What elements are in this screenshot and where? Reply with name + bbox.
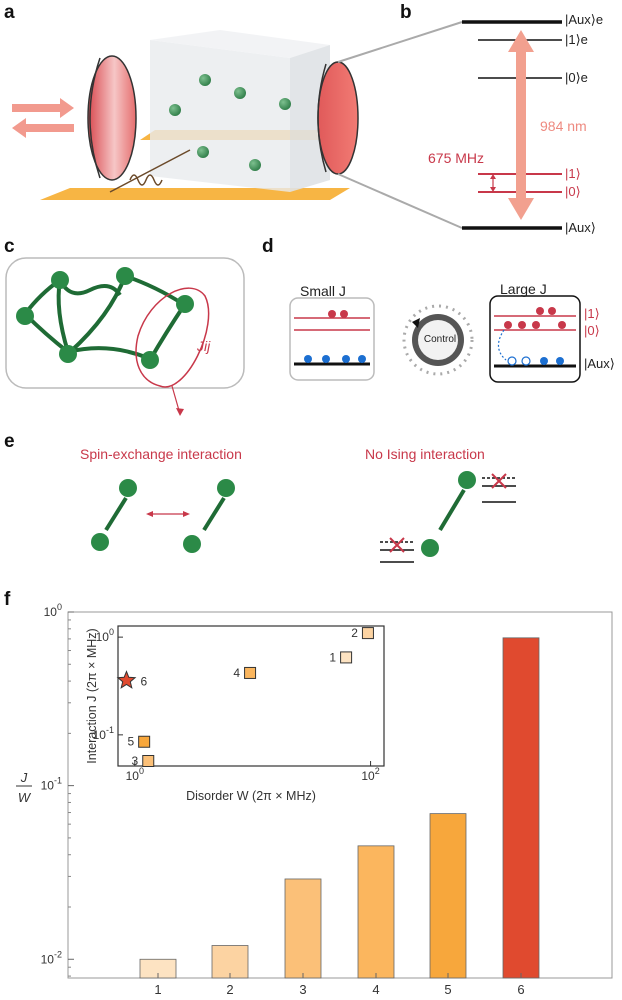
label-d-zero: |0⟩ bbox=[584, 323, 600, 338]
label-large-j: Large J bbox=[500, 281, 547, 297]
laser-arrow-in bbox=[12, 98, 74, 118]
label-no-ising: No Ising interaction bbox=[365, 446, 485, 462]
point-label-1: 1 bbox=[329, 650, 336, 664]
panel-f-chart: 100 10-1 10-2 JW 1 2 3 4 5 6 100 10-1 100 102Disorder… bbox=[16, 602, 613, 997]
bar-chart-frame bbox=[67, 611, 613, 979]
inset-y-axis-label: Interaction J (2π × MHz) bbox=[85, 628, 99, 763]
label-zero: |0⟩ bbox=[565, 184, 581, 199]
atom-icons bbox=[169, 74, 291, 171]
point-2 bbox=[361, 627, 374, 640]
inset-y-tick-label: 10-1 bbox=[93, 725, 114, 742]
point-label-4: 4 bbox=[233, 666, 240, 680]
label-small-j: Small J bbox=[300, 283, 346, 299]
panel-label-f: f bbox=[4, 589, 11, 610]
inset-x-tick-label: 100 bbox=[126, 766, 144, 783]
point-5 bbox=[138, 735, 151, 748]
x-tick-label: 2 bbox=[226, 982, 233, 997]
point-4 bbox=[244, 666, 257, 679]
panel-d-control bbox=[289, 295, 581, 383]
right-mirror bbox=[317, 61, 359, 175]
label-d-one: |1⟩ bbox=[584, 306, 600, 321]
left-mirror bbox=[87, 55, 137, 181]
x-tick-label: 1 bbox=[154, 982, 161, 997]
panel-c-network bbox=[5, 257, 245, 416]
inset-y-tick-label: 100 bbox=[96, 627, 114, 644]
panel-label-e: e bbox=[4, 431, 15, 452]
x-tick-label: 6 bbox=[517, 982, 524, 997]
panel-label-c: c bbox=[4, 236, 15, 257]
point-6-star bbox=[116, 670, 137, 689]
x-tick-label: 4 bbox=[372, 982, 379, 997]
spin-icons bbox=[16, 267, 194, 369]
orange-sheet-bottom bbox=[40, 188, 350, 200]
label-aux-e: |Aux⟩e bbox=[565, 12, 604, 27]
cavity-box bbox=[150, 40, 290, 192]
label-one: |1⟩ bbox=[565, 166, 581, 181]
panel-label-a: a bbox=[4, 2, 15, 23]
point-3 bbox=[142, 755, 155, 768]
panel-label-b: b bbox=[400, 2, 412, 23]
panel-ab-illustration bbox=[12, 20, 562, 230]
bar-6 bbox=[502, 637, 540, 979]
y-tick-label: 10-1 bbox=[41, 776, 62, 793]
knob-ticks bbox=[402, 304, 474, 376]
coupling-loop bbox=[135, 287, 210, 388]
knob-label: Control bbox=[423, 334, 457, 345]
label-aux: |Aux⟩ bbox=[565, 220, 596, 235]
inset-frame bbox=[117, 625, 385, 767]
panel-label-d: d bbox=[262, 236, 274, 257]
label-one-e: |1⟩e bbox=[565, 32, 588, 47]
y-axis-label-num: J bbox=[20, 770, 28, 785]
label-coupling: Jij bbox=[197, 338, 211, 354]
point-label-6: 6 bbox=[140, 674, 147, 688]
y-tick-label: 100 bbox=[44, 602, 62, 619]
photon-arrow bbox=[109, 149, 191, 193]
label-spin-exchange: Spin-exchange interaction bbox=[80, 446, 242, 462]
bar-4 bbox=[357, 845, 395, 979]
label-wavelength: 984 nm bbox=[540, 118, 587, 134]
inset-x-axis-label: Disorder W (2π × MHz) bbox=[186, 789, 316, 803]
point-label-2: 2 bbox=[351, 626, 358, 640]
panel-e-illustration bbox=[91, 471, 516, 563]
laser-arrow-out bbox=[12, 118, 74, 138]
y-axis-label-den: W bbox=[18, 790, 32, 805]
point-label-3: 3 bbox=[132, 754, 139, 768]
point-label-5: 5 bbox=[127, 735, 134, 749]
label-splitting: 675 MHz bbox=[428, 150, 485, 166]
inset-x-tick-label: 102 bbox=[361, 766, 379, 783]
y-tick-label: 10-2 bbox=[41, 949, 62, 966]
bar-5 bbox=[429, 813, 467, 979]
bar-2 bbox=[211, 945, 249, 979]
x-tick-label: 3 bbox=[299, 982, 306, 997]
x-tick-label: 5 bbox=[444, 982, 451, 997]
label-zero-e: |0⟩e bbox=[565, 70, 588, 85]
label-d-aux: |Aux⟩ bbox=[584, 356, 615, 371]
bar-3 bbox=[284, 878, 322, 979]
interaction-wires bbox=[23, 274, 187, 361]
point-1 bbox=[340, 651, 353, 664]
transition-arrow bbox=[508, 30, 534, 220]
